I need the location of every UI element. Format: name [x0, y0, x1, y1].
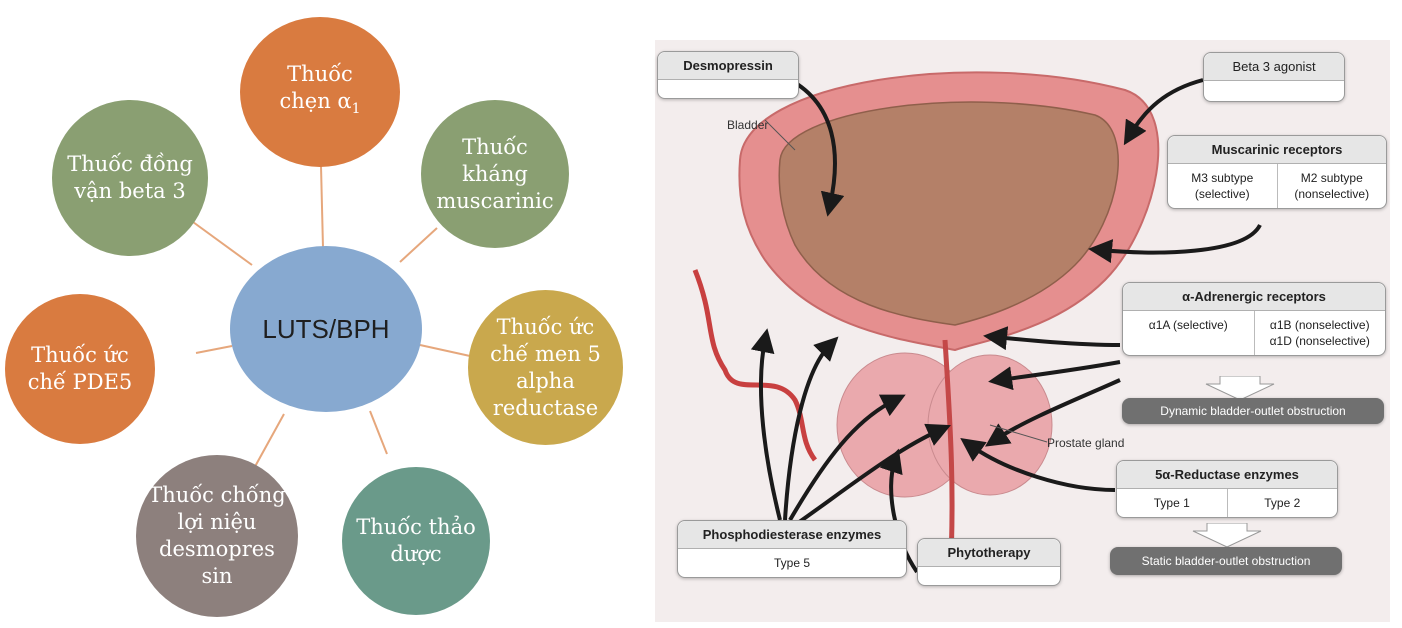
node-alpha-blocker: Thuốc chẹn α1: [240, 17, 400, 167]
node-pde5-label: Thuốc ức chế PDE5: [13, 342, 147, 396]
node-alpha-blocker-subscript: 1: [352, 101, 361, 117]
m2-subtype-cell: M2 subtype (nonselective): [1277, 164, 1387, 208]
connector-5ari: [420, 345, 470, 356]
reductase-box: 5α-Reductase enzymes Type 1 Type 2: [1116, 460, 1338, 518]
muscarinic-title: Muscarinic receptors: [1168, 136, 1386, 164]
alpha-1a-cell: α1A (selective): [1123, 311, 1254, 355]
beta3-agonist-title: Beta 3 agonist: [1204, 53, 1344, 81]
connector-phyto: [370, 411, 387, 454]
anatomy-diagram: Bladder Prostate gland Desmopressin Beta…: [655, 40, 1390, 622]
prostate-gland-label: Prostate gland: [1047, 436, 1124, 450]
type2-cell: Type 2: [1227, 489, 1338, 517]
type1-cell: Type 1: [1117, 489, 1227, 517]
reductase-title: 5α-Reductase enzymes: [1117, 461, 1337, 489]
beta3-agonist-box: Beta 3 agonist: [1203, 52, 1345, 102]
down-arrow-static: [1187, 523, 1267, 547]
desmopressin-title: Desmopressin: [658, 52, 798, 80]
node-phytotherapy: Thuốc thảo dược: [342, 467, 490, 615]
connector-alpha-blocker: [321, 166, 323, 248]
alpha-1d-label: α1D (nonselective): [1259, 333, 1382, 349]
alpha-1b-label: α1B (nonselective): [1259, 317, 1382, 333]
drug-classes-diagram: LUTS/BPH Thuốc chẹn α1 Thuốc kháng musca…: [0, 0, 650, 628]
m3-subtype-cell: M3 subtype (selective): [1168, 164, 1277, 208]
luts-bph-center: LUTS/BPH: [230, 246, 422, 412]
node-muscarinic-label: Thuốc kháng muscarinic: [429, 134, 561, 215]
phosphodiesterase-box: Phosphodiesterase enzymes Type 5: [677, 520, 907, 578]
bladder-label: Bladder: [727, 118, 768, 132]
alpha-1b-1d-cell: α1B (nonselective) α1D (nonselective): [1254, 311, 1386, 355]
desmopressin-box: Desmopressin: [657, 51, 799, 99]
node-pde5: Thuốc ức chế PDE5: [5, 294, 155, 444]
node-beta3: Thuốc đồng vận beta 3: [52, 100, 208, 256]
node-desmopressin: Thuốc chống lợi niệu desmopres sin: [136, 455, 298, 617]
alpha-title: α-Adrenergic receptors: [1123, 283, 1385, 311]
node-5ari: Thuốc ức chế men 5 alpha reductase: [468, 290, 623, 445]
connector-pde5: [196, 346, 232, 353]
node-muscarinic: Thuốc kháng muscarinic: [421, 100, 569, 248]
pde-type5-cell: Type 5: [678, 549, 906, 577]
muscarinic-receptors-box: Muscarinic receptors M3 subtype (selecti…: [1167, 135, 1387, 209]
phytotherapy-box: Phytotherapy: [917, 538, 1061, 586]
phytotherapy-title: Phytotherapy: [918, 539, 1060, 567]
alpha-receptors-box: α-Adrenergic receptors α1A (selective) α…: [1122, 282, 1386, 356]
node-alpha-blocker-line1: Thuốc: [279, 61, 360, 88]
connector-muscarinic: [400, 228, 437, 262]
static-obstruction-bar: Static bladder-outlet obstruction: [1110, 547, 1342, 575]
node-phytotherapy-label: Thuốc thảo dược: [350, 514, 482, 568]
center-label: LUTS/BPH: [262, 316, 389, 343]
dynamic-obstruction-bar: Dynamic bladder-outlet obstruction: [1122, 398, 1384, 424]
node-beta3-label: Thuốc đồng vận beta 3: [60, 151, 200, 205]
node-alpha-blocker-line2: chẹn α: [279, 89, 351, 113]
down-arrow-dynamic: [1200, 376, 1280, 400]
node-5ari-label: Thuốc ức chế men 5 alpha reductase: [476, 314, 615, 422]
connector-beta3: [193, 222, 252, 265]
connector-desmopressin: [252, 414, 284, 472]
phosphodiesterase-title: Phosphodiesterase enzymes: [678, 521, 906, 549]
node-desmopressin-label: Thuốc chống lợi niệu desmopres sin: [144, 482, 290, 590]
